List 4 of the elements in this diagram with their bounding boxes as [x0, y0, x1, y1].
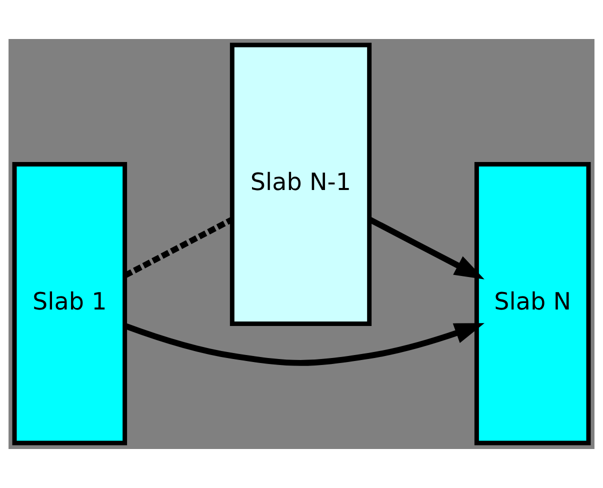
node-box: Slab N [474, 162, 591, 446]
node-box: Slab 1 [12, 162, 128, 446]
arrow [124, 323, 484, 366]
node-box: Slab N-1 [230, 42, 372, 326]
